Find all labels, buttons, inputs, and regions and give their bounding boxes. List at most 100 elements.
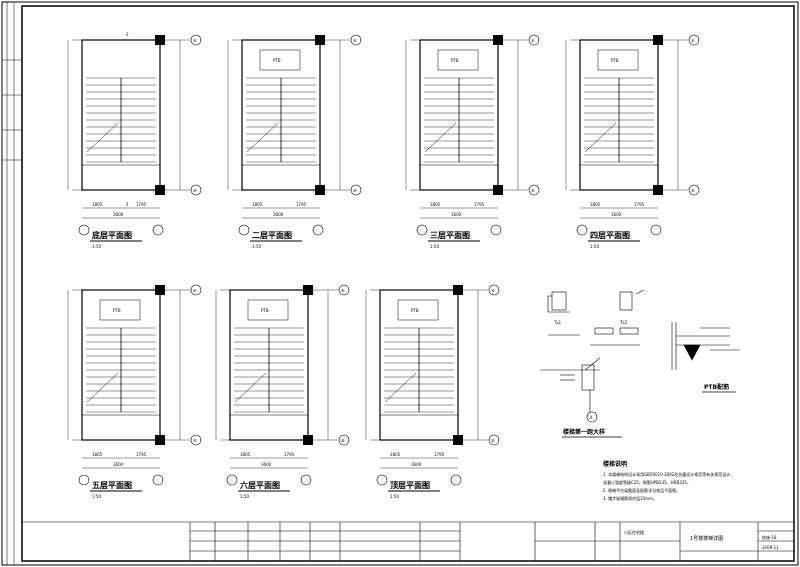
dimension-text: 1805 — [92, 202, 103, 207]
notes-line: 1. 本楼梯结构设计采用GB50010-2002及抗震设计规范等有关规范设计， — [603, 471, 734, 477]
grid-bubble — [350, 184, 362, 196]
grid-bubble — [528, 184, 540, 196]
grid-bubble — [450, 474, 462, 486]
ptb-slab — [99, 299, 141, 321]
grid-label: ⑥ — [691, 38, 695, 43]
notes-line: 3. 踏步板钢筋保护层15mm。 — [603, 495, 657, 501]
plan-title: 三层平面图 — [430, 231, 470, 240]
grid-label: ⑥ — [341, 288, 345, 293]
dimension-text: 1805 — [430, 202, 441, 207]
plan-title: 顶层平面图 — [390, 481, 430, 490]
inner-border — [21, 5, 795, 562]
dimension-text: 3600 — [611, 212, 622, 217]
notes-title: 楼梯说明 — [603, 460, 627, 468]
grid-bubble — [528, 34, 540, 46]
dimension-text: 1795 — [136, 452, 147, 457]
plan-scale: 1:50 — [590, 244, 599, 249]
ptb-reinforcement-detail — [671, 322, 740, 370]
plan-scale: 1:50 — [252, 244, 261, 249]
drawing-date: 2009-11 — [762, 545, 779, 550]
grid-bubble — [226, 474, 238, 486]
grid-label: ⑩ — [193, 188, 197, 193]
section-mark: 2 — [126, 32, 129, 37]
ptb-label: PTB — [611, 58, 619, 63]
project-name: 小区住宅楼 — [624, 529, 644, 535]
break-line — [584, 122, 617, 153]
break-line — [86, 122, 119, 153]
dimension-text: 3600 — [113, 462, 124, 467]
dimension-text: 3600 — [451, 212, 462, 217]
grid-bubble — [300, 474, 312, 486]
plan-scale: 1:50 — [92, 494, 101, 499]
plan-title: 五层平面图 — [92, 481, 132, 490]
dimension-text: 1795 — [284, 452, 295, 457]
plan-title: 底层平面图 — [91, 230, 132, 240]
grid-bubble — [490, 224, 502, 236]
grid-bubble — [312, 224, 324, 236]
grid-bubble — [350, 34, 362, 46]
stair-detail-title: 楼梯第一跑大样 — [563, 428, 605, 436]
ptb-label: PTB — [261, 308, 269, 313]
tl2-label: TL2 — [619, 320, 628, 325]
ptb-label: PTB — [451, 58, 459, 63]
drawing-name: 1号楼楼梯详图 — [690, 535, 723, 542]
grid-bubble — [190, 34, 202, 46]
section-mark: 2 — [126, 202, 129, 207]
ptb-detail-title: PTB配筋 — [704, 383, 729, 391]
grid-bubble — [488, 434, 500, 446]
ptb-slab — [397, 299, 439, 321]
binding-strip — [2, 2, 22, 565]
grid-label: ⑥ — [193, 38, 197, 43]
dimension-text: 1795 — [136, 202, 147, 207]
dimension-text: 1805 — [390, 452, 401, 457]
grid-label: ⑥ — [531, 38, 535, 43]
grid-label: ⑩ — [691, 188, 695, 193]
grid-label: ⑩ — [341, 438, 345, 443]
break-line — [86, 372, 119, 403]
grid-label: ⑩ — [193, 438, 197, 443]
dimension-text: 1805 — [240, 452, 251, 457]
break-line — [424, 122, 457, 153]
plan-title: 六层平面图 — [240, 480, 280, 490]
plan-title: 二层平面图 — [252, 231, 292, 240]
grid-bubble — [650, 224, 662, 236]
dimension-text: 3600 — [113, 212, 124, 217]
detail-marker: A — [590, 415, 593, 420]
plan-scale: 1:50 — [430, 244, 439, 249]
grid-bubble — [688, 34, 700, 46]
ptb-label: PTB — [273, 58, 281, 63]
grid-bubble — [190, 434, 202, 446]
grid-bubble — [152, 224, 164, 236]
grid-label: ⑩ — [491, 438, 495, 443]
grid-bubble — [576, 224, 588, 236]
grid-label: ⑥ — [353, 38, 357, 43]
grid-bubble — [488, 284, 500, 296]
dimension-text: 1805 — [252, 202, 263, 207]
grid-bubble — [78, 224, 90, 236]
ptb-slab — [247, 299, 289, 321]
grid-bubble — [78, 474, 90, 486]
floor-plans: ⑥ ⑩ 1805 1795 3600 底层平面图 1:50 ⑥ ⑩ PTB 1805 1795 3600… — [67, 32, 700, 499]
dimension-text: 1795 — [474, 202, 485, 207]
grid-bubble — [688, 184, 700, 196]
ptb-label: PTB — [113, 308, 121, 313]
dimension-text: 1795 — [434, 452, 445, 457]
grid-bubble — [376, 474, 388, 486]
stair-plan-p3: ⑥ ⑩ PTB 1805 1795 3600 三层平面图 1:50 — [405, 34, 540, 249]
grid-bubble — [338, 434, 350, 446]
break-line — [246, 122, 279, 153]
grid-label: ⑩ — [531, 188, 535, 193]
title-block — [22, 521, 794, 561]
dimension-text: 1805 — [590, 202, 601, 207]
stair-first-flight-detail — [540, 357, 601, 423]
grid-bubble — [338, 284, 350, 296]
grid-bubble — [190, 184, 202, 196]
plan-scale: 1:50 — [390, 494, 399, 499]
beam-detail-tl — [547, 289, 645, 346]
grid-label: ⑥ — [193, 288, 197, 293]
break-line — [384, 372, 417, 403]
